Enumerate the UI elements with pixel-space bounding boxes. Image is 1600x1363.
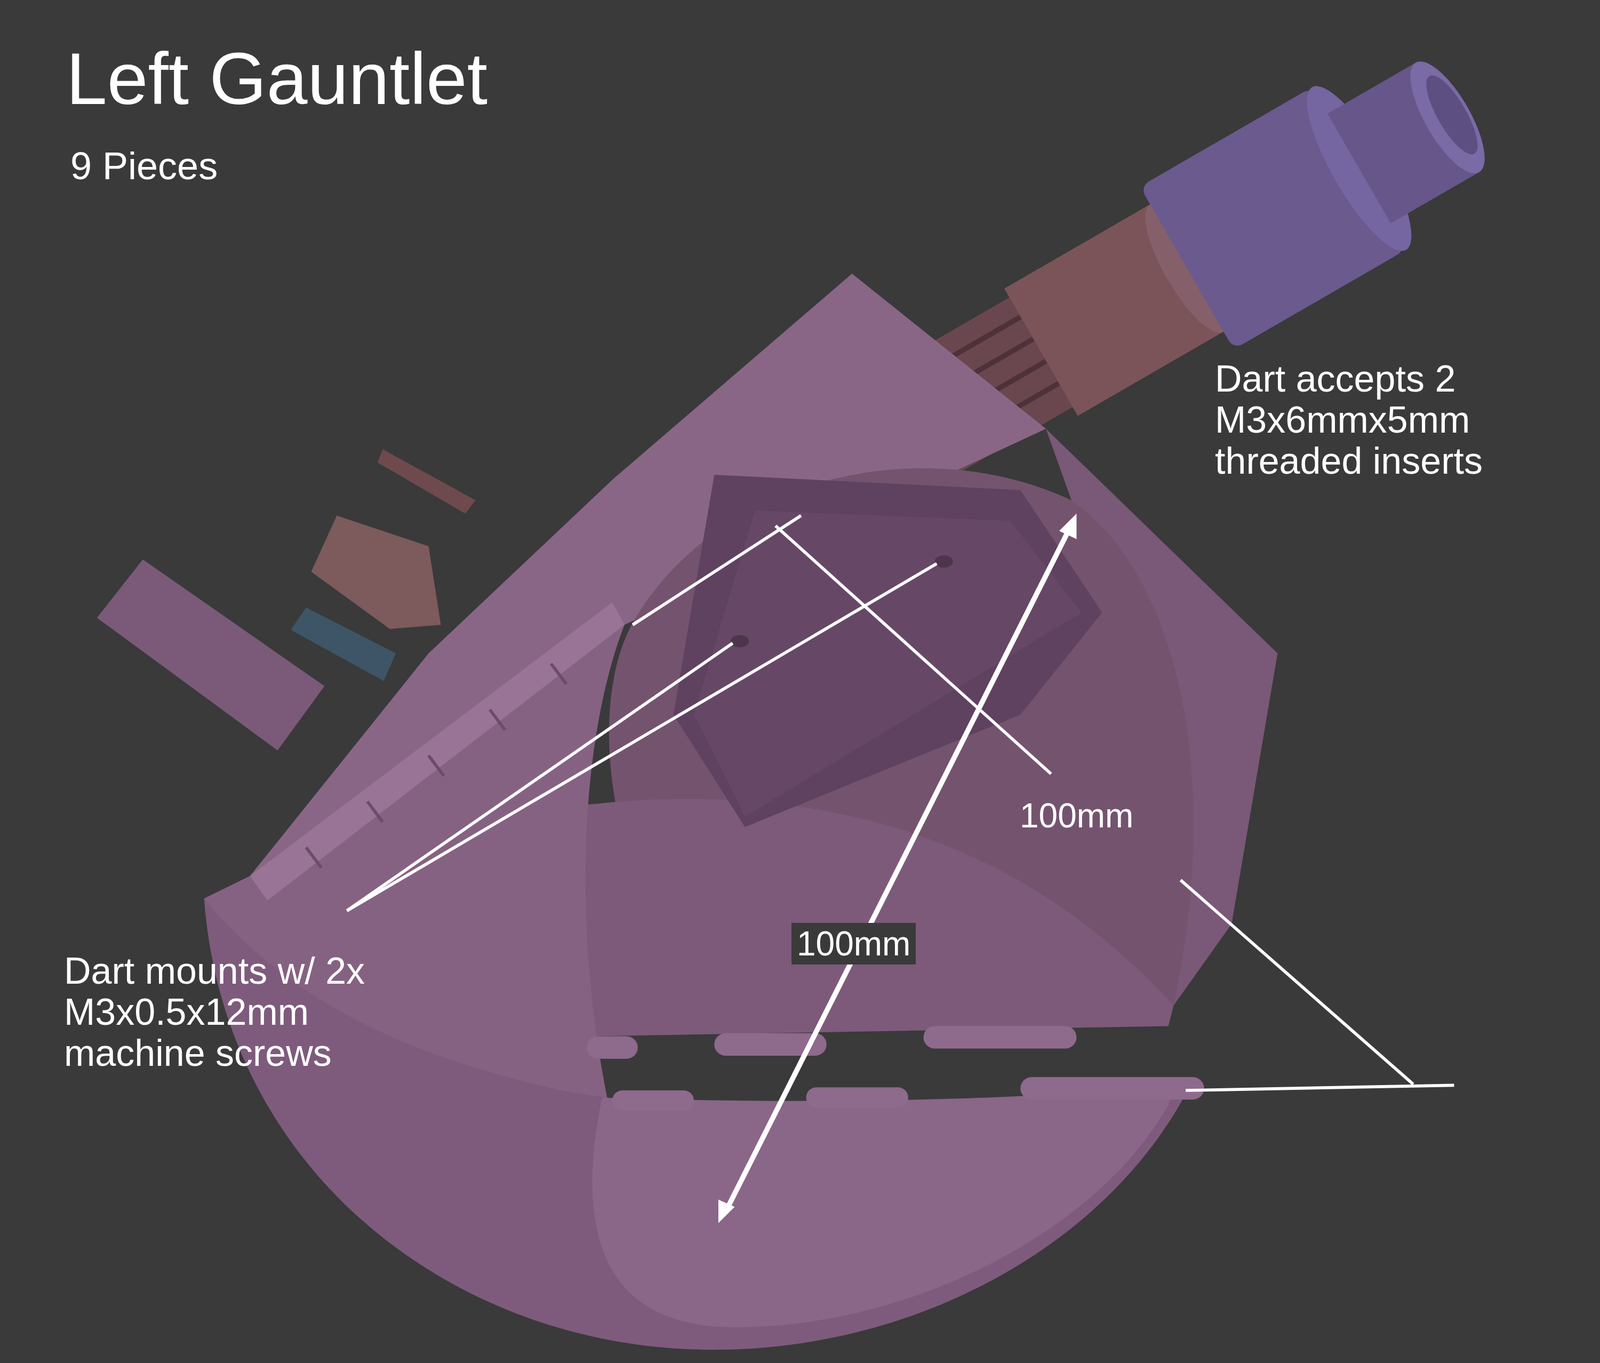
piece-count: 9 Pieces [70,145,218,188]
leader-lines [347,515,1455,1091]
brown-plate [311,515,442,629]
screw-note: Dart mounts w/ 2x M3x0.5x12mm machine sc… [64,950,406,1074]
dimension-label: 100mm [1019,796,1134,835]
dimension-label: 100mm [791,922,916,965]
inner-recess [673,474,1103,827]
hinge-knuckles [586,1025,1205,1111]
side-panel [97,559,325,751]
recess-face [693,510,1082,817]
blue-comb [290,607,396,682]
insert-note: Dart accepts 2 M3x6mmx5mm threaded inser… [1214,358,1557,482]
diagram-title: Left Gauntlet [66,38,488,120]
brown-strip [377,449,476,514]
dimension-arrow [718,513,1077,1223]
lower-shell-inner [592,1084,1174,1327]
ribbed-strip [250,602,625,901]
